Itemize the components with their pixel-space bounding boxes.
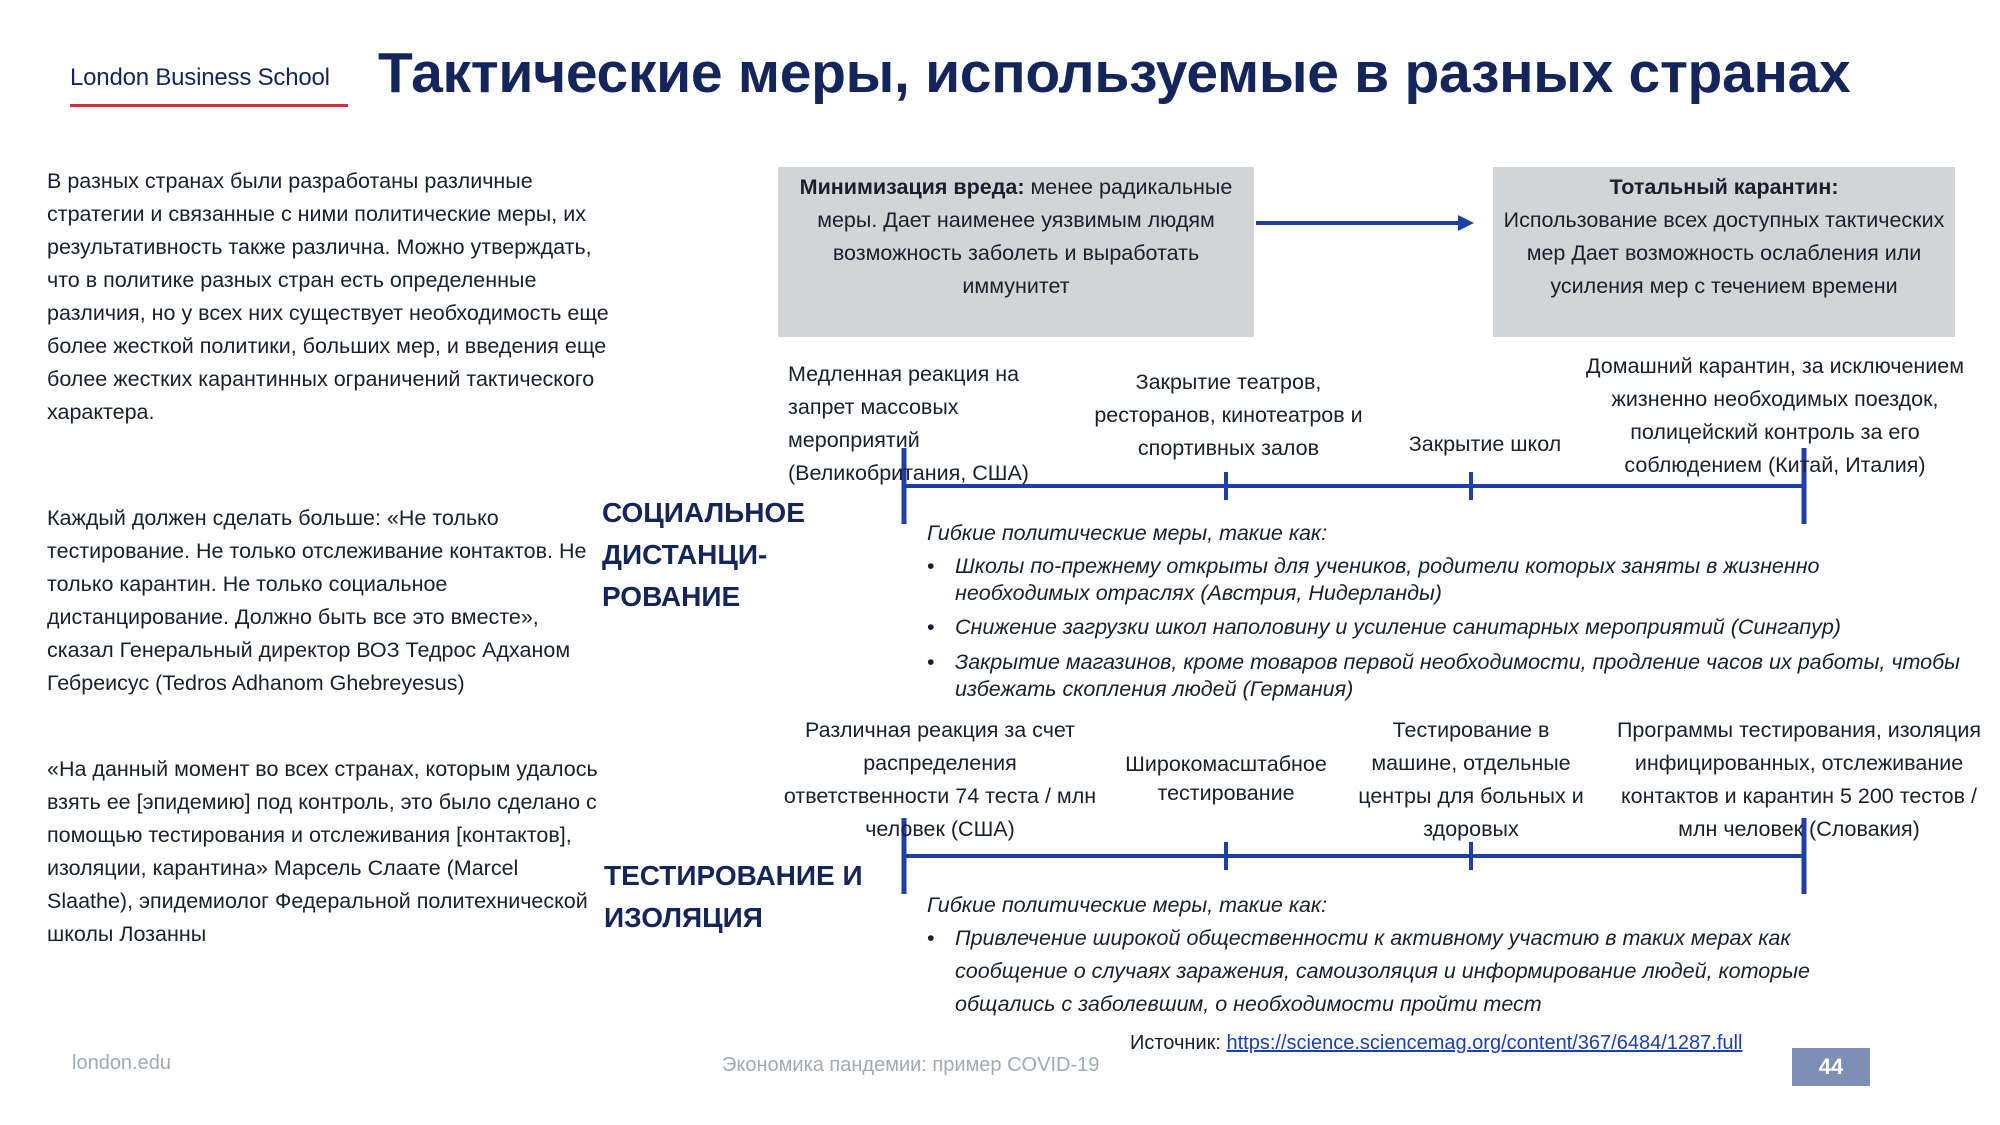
social-distancing-label: СОЦИАЛЬНОЕ ДИСТАНЦИ-РОВАНИЕ	[602, 497, 805, 612]
harm-minimization-box: Минимизация вреда: менее радикальные мер…	[778, 167, 1254, 337]
testing-bullet-1: Привлечение широкой общественности к акт…	[955, 926, 1810, 1016]
source-link[interactable]: https://science.sciencemag.org/content/3…	[1226, 1032, 1743, 1054]
testing-isolation-label: ТЕСТИРОВАНИЕ И ИЗОЛЯЦИЯ	[604, 860, 863, 933]
source-label: Источник:	[1130, 1032, 1221, 1054]
list-item: • Школы по-прежнему открыты для учеников…	[927, 553, 1947, 607]
footer-course-title: Экономика пандемии: пример COVID-19	[722, 1054, 1100, 1076]
arrow-right-icon	[1256, 215, 1474, 231]
social-bullet-3: Закрытие магазинов, кроме товаров первой…	[955, 650, 1960, 701]
bullet-icon: •	[927, 650, 935, 674]
social-bullet-1: Школы по-прежнему открыты для учеников, …	[955, 554, 1820, 605]
harm-minimization-text: менее радикальные меры. Дает наименее уя…	[817, 175, 1233, 298]
footer-url: london.edu	[72, 1052, 171, 1074]
page-number-badge: 44	[1792, 1048, 1870, 1086]
bullet-icon: •	[927, 554, 935, 578]
list-item: • Снижение загрузки школ наполовину и ус…	[927, 614, 1947, 641]
total-lockdown-heading: Тотальный карантин:	[1609, 175, 1839, 199]
total-lockdown-text: Использование всех доступных тактических…	[1503, 208, 1945, 298]
testing-timeline-axis	[901, 818, 1807, 894]
list-item: • Привлечение широкой общественности к а…	[927, 922, 1887, 1021]
social-point-2: Закрытие театров, ресторанов, кинотеатро…	[1094, 370, 1363, 460]
intro-paragraph: В разных странах были разработаны различ…	[47, 169, 609, 424]
testing-point-4: Программы тестирования, изоляция инфицир…	[1616, 718, 1982, 841]
social-point-1: Медленная реакция на запрет массовых мер…	[788, 362, 1029, 485]
bullet-icon: •	[927, 615, 935, 639]
testing-flex-title: Гибкие политические меры, такие как:	[927, 893, 1328, 917]
testing-point-3: Тестирование в машине, отдельные центры …	[1358, 718, 1584, 841]
source-citation: Источник: https://science.sciencemag.org…	[1130, 1032, 1742, 1055]
social-point-4: Домашний карантин, за исключением жизнен…	[1585, 354, 1965, 477]
testing-point-1: Различная реакция за счет распределения …	[783, 718, 1097, 841]
page-title: Тактические меры, используемые в разных …	[378, 41, 1851, 105]
testing-point-2: Широкомасштабное тестирование	[1125, 752, 1327, 805]
social-point-3: Закрытие школ	[1408, 432, 1562, 456]
social-flex-title: Гибкие политические меры, такие как:	[927, 521, 1328, 545]
bullet-icon: •	[927, 926, 935, 950]
logo: London Business School	[70, 64, 330, 91]
social-timeline-axis	[901, 448, 1807, 524]
total-lockdown-box: Тотальный карантин: Использование всех д…	[1493, 167, 1955, 337]
list-item: • Закрытие магазинов, кроме товаров перв…	[927, 649, 1967, 703]
who-quote-paragraph: Каждый должен сделать больше: «Не только…	[47, 506, 587, 695]
slaathe-quote-paragraph: «На данный момент во всех странах, котор…	[47, 757, 598, 946]
harm-minimization-heading: Минимизация вреда:	[799, 175, 1025, 199]
logo-underline	[70, 104, 348, 107]
social-bullet-2: Снижение загрузки школ наполовину и усил…	[955, 615, 1841, 639]
